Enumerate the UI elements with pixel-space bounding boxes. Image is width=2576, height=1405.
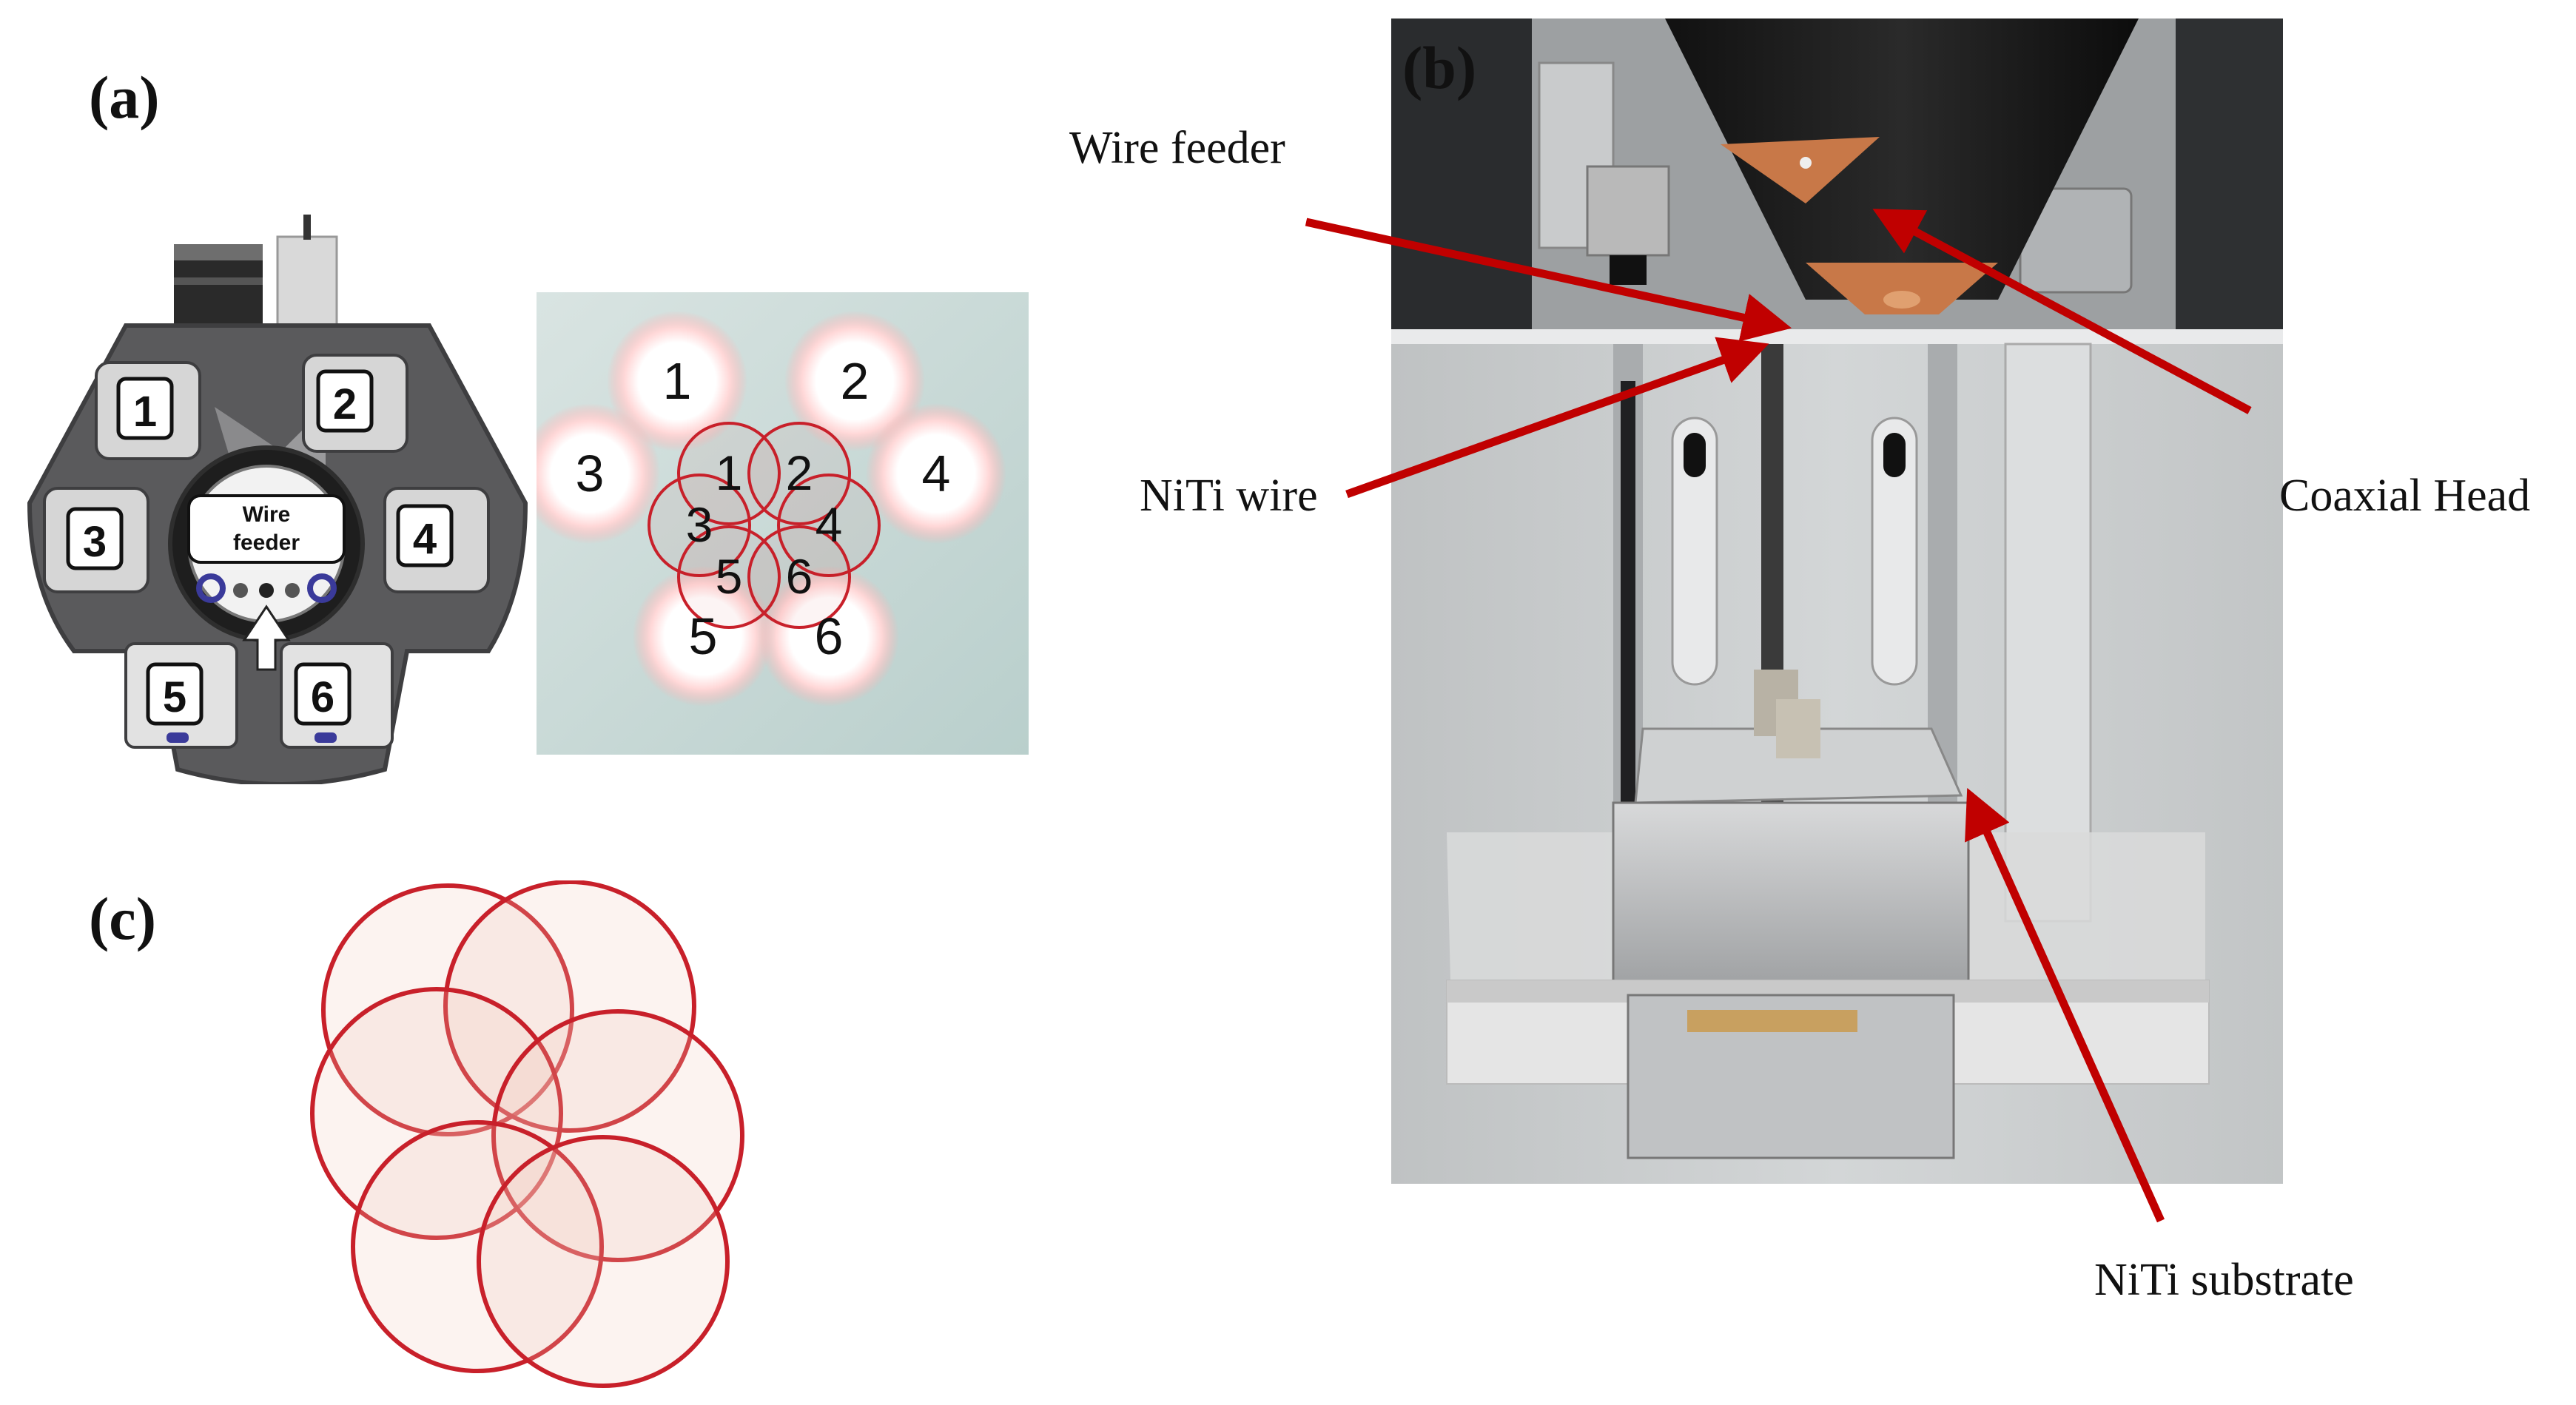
svg-text:2: 2 <box>333 380 357 428</box>
laser-pod-3: 3 <box>43 487 149 593</box>
coaxial-head-cone <box>1665 18 2139 300</box>
overlap-circle-label: 5 <box>716 549 743 604</box>
laser-spot-2 <box>784 311 925 451</box>
arrow-coaxial-head <box>1872 209 2252 414</box>
laser-spot-label: 3 <box>576 445 605 502</box>
overlap-circle-2 <box>747 422 851 525</box>
overlap-circle-label: 6 <box>786 549 813 604</box>
callout-niti-substrate: NiTi substrate <box>2094 1255 2354 1305</box>
overlap-circle-4 <box>777 474 881 577</box>
laser-spot-label: 6 <box>815 607 844 665</box>
laser-spot-label: 5 <box>689 607 718 665</box>
pattern-circle-6 <box>477 1135 730 1388</box>
laser-spot-3 <box>537 403 660 544</box>
overlap-circles-diagram <box>310 880 744 1388</box>
svg-text:3: 3 <box>83 518 107 566</box>
svg-text:1: 1 <box>133 388 157 436</box>
svg-text:5: 5 <box>163 673 186 721</box>
overlap-circle-3 <box>648 474 751 577</box>
callout-niti-wire: NiTi wire <box>1140 471 1318 521</box>
overlap-circle-label: 2 <box>786 445 813 500</box>
pattern-circle-4 <box>491 1009 744 1262</box>
wire-feeder-label-line1: Wire <box>243 502 291 527</box>
laser-pod-5: 5 <box>124 642 238 749</box>
pattern-circle-5 <box>351 1120 604 1373</box>
overlap-circle-6 <box>747 525 851 629</box>
wire-direction-arrow <box>242 604 291 671</box>
overlap-circle-label: 3 <box>686 497 713 552</box>
laser-pod-4: 4 <box>383 487 490 593</box>
callout-wire-feeder: Wire feeder <box>1069 123 1285 173</box>
laser-spot-label: 4 <box>922 445 951 502</box>
arrow-niti-wire <box>1345 337 1769 499</box>
panel-label-c: (c) <box>89 885 157 952</box>
panel-label-b: (b) <box>1402 34 1477 101</box>
laser-head-schematic: 1 2 3 4 5 6 Wire feeder <box>27 215 528 784</box>
arrow-niti-substrate <box>1965 787 2165 1223</box>
printer-photo <box>1391 18 2283 1184</box>
laser-pod-6: 6 <box>280 642 394 749</box>
laser-spot-label: 2 <box>841 352 870 410</box>
svg-text:4: 4 <box>413 515 437 563</box>
laser-spot-5 <box>633 566 773 707</box>
panel-label-a: (a) <box>89 64 160 131</box>
laser-spot-1 <box>607 311 747 451</box>
svg-text:6: 6 <box>311 673 334 721</box>
overlap-circle-label: 1 <box>716 445 743 500</box>
arrow-wire-feeder <box>1305 218 1792 342</box>
laser-pod-2: 2 <box>302 354 408 453</box>
laser-spot-6 <box>759 566 899 707</box>
callout-coaxial-head: Coaxial Head <box>2279 471 2531 521</box>
build-platform-top <box>1634 727 1963 804</box>
pattern-circle-2 <box>443 880 696 1133</box>
laser-pod-1: 1 <box>95 361 201 460</box>
laser-spot-4 <box>866 403 1006 544</box>
laser-spot-label: 1 <box>663 352 692 410</box>
copper-plate <box>1721 137 1880 203</box>
wire-feeder-label-line2: feeder <box>233 530 300 555</box>
overlap-circle-label: 4 <box>815 497 843 552</box>
wire-feeder-label-box <box>187 494 346 564</box>
